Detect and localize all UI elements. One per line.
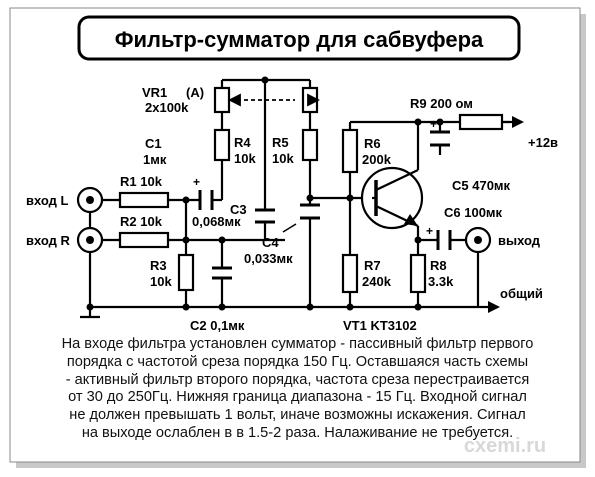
vr1-label: VR1 bbox=[142, 85, 167, 100]
r1-label: R1 10k bbox=[120, 174, 163, 189]
common-label: общий bbox=[500, 286, 543, 301]
r3-resistor bbox=[177, 253, 195, 292]
c1-label: C1 bbox=[145, 136, 162, 151]
vr1-wipers bbox=[227, 93, 321, 107]
resistors bbox=[118, 86, 504, 294]
input-r-label: вход R bbox=[26, 233, 71, 248]
r5-resistor bbox=[301, 128, 319, 162]
c4-label: C4 bbox=[262, 235, 279, 250]
description-line-1: На входе фильтра установлен сумматор - п… bbox=[61, 336, 534, 352]
title-box bbox=[77, 15, 521, 61]
watermark: cxemi.ru bbox=[464, 435, 546, 457]
r9-label: R9 200 ом bbox=[410, 96, 473, 111]
supply-arrow-icon bbox=[512, 116, 524, 128]
r5-value: 10k bbox=[272, 151, 294, 166]
c5-plus: + bbox=[430, 117, 437, 131]
supply-label: +12в bbox=[528, 135, 558, 150]
r9-resistor bbox=[458, 113, 504, 131]
c4-pointer bbox=[282, 223, 297, 233]
input-l-jack bbox=[76, 186, 104, 214]
capacitors bbox=[198, 130, 452, 280]
c1-value: 1мк bbox=[143, 152, 167, 167]
r7-resistor bbox=[341, 253, 359, 294]
r4-label: R4 bbox=[234, 135, 251, 150]
r8-label: R8 bbox=[430, 258, 447, 273]
polarity-marks: + + + bbox=[193, 117, 437, 238]
component-labels: VR1 (A) 2x100k C1 1мк R4 10k R5 10k R6 2… bbox=[26, 85, 558, 333]
r7-value: 240k bbox=[362, 274, 392, 289]
c4-value: 0,033мк bbox=[244, 251, 293, 266]
c3-value: 0,068мк bbox=[192, 214, 241, 229]
title: Фильтр-сумматор для сабвуфера bbox=[115, 27, 484, 52]
vr1-value: 2x100k bbox=[145, 100, 189, 115]
description: На входе фильтра установлен сумматор - п… bbox=[12, 336, 583, 443]
c3-label: C3 bbox=[230, 202, 247, 217]
input-r-jack bbox=[76, 226, 104, 254]
r3-value: 10k bbox=[150, 274, 172, 289]
c6-label: C6 100мк bbox=[444, 205, 503, 220]
r2-label: R2 10k bbox=[120, 214, 163, 229]
wires bbox=[80, 78, 510, 319]
r5-label: R5 bbox=[272, 135, 289, 150]
description-line-4: от 30 до 250Гц. Нижняя граница диапазона… bbox=[68, 389, 527, 406]
description-line-2: порядка с частотой среза порядка 150 Гц.… bbox=[66, 353, 529, 370]
vr1-a-pot bbox=[213, 86, 231, 114]
r8-resistor bbox=[409, 253, 427, 294]
arrows bbox=[478, 116, 524, 313]
r3-label: R3 bbox=[150, 258, 167, 273]
input-l-label: вход L bbox=[26, 193, 69, 208]
c6-plus: + bbox=[426, 224, 433, 238]
junction-dots bbox=[86, 76, 444, 311]
r4-resistor bbox=[213, 128, 231, 162]
c5-label: C5 470мк bbox=[452, 178, 511, 193]
description-line-6: на выходе ослаблен в в 1.5-2 раза. Налаж… bbox=[81, 424, 514, 441]
r6-label: R6 bbox=[364, 136, 381, 151]
r2-resistor bbox=[118, 231, 170, 249]
c2-label: C2 0,1мк bbox=[190, 318, 245, 333]
r6-resistor bbox=[341, 128, 359, 174]
description-line-5: не должен превышать 1 вольт, иначе возмо… bbox=[69, 407, 526, 424]
vt1-transistor bbox=[360, 166, 424, 230]
vt1-label: VT1 KT3102 bbox=[343, 318, 417, 333]
r8-value: 3.3k bbox=[428, 274, 454, 289]
common-arrow-icon bbox=[488, 301, 500, 313]
vr1-a-label: (A) bbox=[186, 85, 204, 100]
r1-resistor bbox=[118, 191, 170, 209]
output-jack bbox=[464, 226, 492, 254]
c1-plus: + bbox=[193, 175, 200, 189]
r7-label: R7 bbox=[364, 258, 381, 273]
output-label: выход bbox=[498, 233, 541, 248]
r4-value: 10k bbox=[234, 151, 256, 166]
r6-value: 200k bbox=[362, 152, 392, 167]
description-line-3: - активный фильтр второго порядка, часто… bbox=[65, 371, 530, 388]
